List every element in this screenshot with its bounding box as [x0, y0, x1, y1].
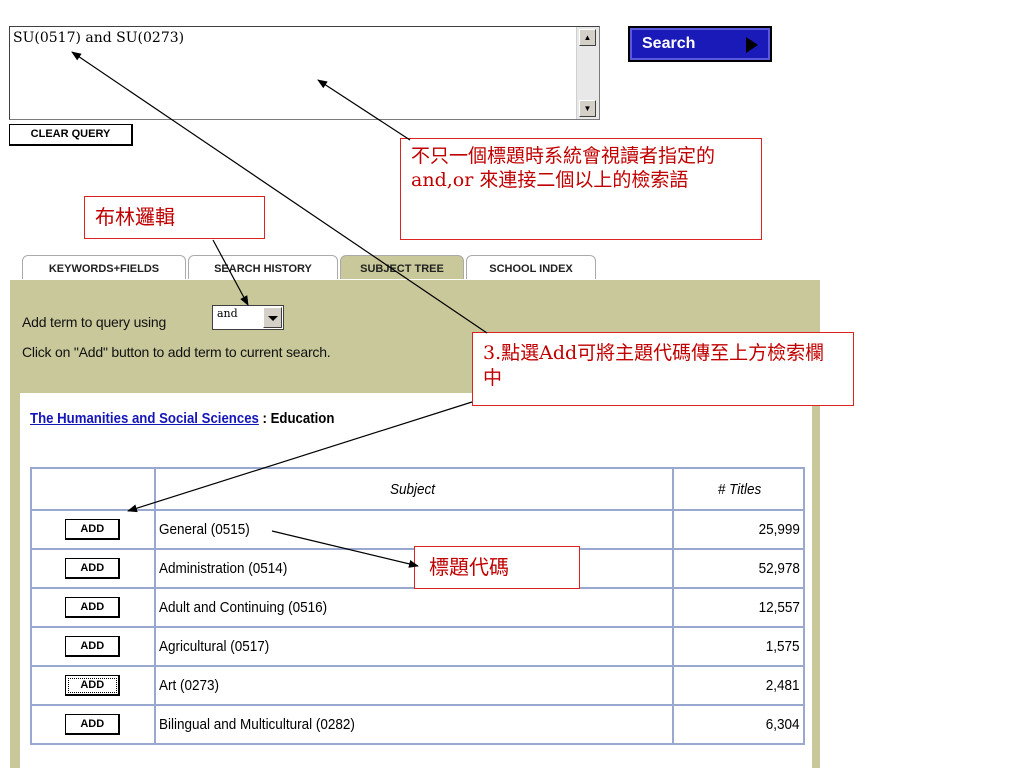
play-arrow-icon: [746, 37, 758, 53]
callout-add-note: 3.點選Add可將主題代碼傳至上方檢索欄中: [472, 332, 854, 406]
search-button[interactable]: Search: [628, 26, 772, 62]
add-button[interactable]: ADD: [65, 636, 121, 657]
breadcrumb-link-humanities[interactable]: The Humanities and Social Sciences: [30, 410, 259, 427]
tab-school-index[interactable]: SCHOOL INDEX: [466, 255, 596, 279]
callout-code-note: 標題代碼: [414, 546, 580, 589]
breadcrumb: The Humanities and Social Sciences : Edu…: [30, 410, 334, 427]
titles-cell: 12,557: [671, 587, 806, 628]
callout-connector-note: 不只一個標題時系統會視讀者指定的and,or 來連接二個以上的檢索語: [400, 138, 762, 240]
breadcrumb-separator: :: [258, 410, 271, 427]
table-row: ADD Art (0273) 2,481: [30, 665, 806, 706]
query-textarea[interactable]: SU(0517) and SU(0273) ▲ ▼: [9, 26, 600, 120]
query-scrollbar[interactable]: ▲ ▼: [576, 27, 599, 119]
add-button[interactable]: ADD: [65, 558, 121, 579]
dropdown-button[interactable]: [263, 307, 282, 328]
subject-cell: General (0515): [153, 509, 674, 550]
boolean-operator-select[interactable]: and: [212, 305, 284, 330]
subject-cell: Art (0273): [153, 665, 674, 706]
header-titles: # Titles: [671, 467, 806, 511]
subject-cell: Adult and Continuing (0516): [153, 587, 674, 628]
tab-search-history[interactable]: SEARCH HISTORY: [188, 255, 338, 279]
add-button[interactable]: ADD: [65, 714, 121, 735]
scroll-up-icon[interactable]: ▲: [579, 29, 596, 46]
add-button[interactable]: ADD: [65, 597, 121, 618]
add-instructions: Click on "Add" button to add term to cur…: [22, 344, 331, 360]
tab-subject-tree[interactable]: SUBJECT TREE: [340, 255, 464, 279]
add-button[interactable]: ADD: [65, 519, 121, 540]
titles-cell: 6,304: [671, 704, 806, 745]
add-button[interactable]: ADD: [65, 675, 121, 696]
operator-value: and: [217, 307, 238, 320]
callout-boolean-note: 布林邏輯: [84, 196, 265, 239]
query-text[interactable]: SU(0517) and SU(0273): [13, 30, 185, 46]
titles-cell: 25,999: [671, 509, 806, 550]
table-row: ADD Agricultural (0517) 1,575: [30, 626, 806, 667]
table-row: ADD General (0515) 25,999: [30, 509, 806, 550]
header-subject: Subject: [153, 467, 674, 511]
tab-keywords-fields[interactable]: KEYWORDS+FIELDS: [22, 255, 186, 279]
subject-table: Subject # Titles ADD General (0515) 25,9…: [30, 467, 806, 745]
search-button-label: Search: [642, 35, 696, 52]
chevron-down-icon: [268, 316, 278, 321]
titles-cell: 2,481: [671, 665, 806, 706]
table-row: ADD Bilingual and Multicultural (0282) 6…: [30, 704, 806, 745]
table-row: ADD Adult and Continuing (0516) 12,557: [30, 587, 806, 628]
breadcrumb-current: Education: [270, 410, 335, 427]
clear-query-button[interactable]: CLEAR QUERY: [9, 124, 133, 146]
subject-cell: Bilingual and Multicultural (0282): [153, 704, 674, 745]
add-term-label: Add term to query using: [22, 314, 167, 330]
titles-cell: 52,978: [671, 548, 806, 589]
titles-cell: 1,575: [671, 626, 806, 667]
subject-cell: Agricultural (0517): [153, 626, 674, 667]
table-header-row: Subject # Titles: [30, 467, 806, 511]
scroll-down-icon[interactable]: ▼: [579, 100, 596, 117]
header-add: [30, 467, 156, 511]
